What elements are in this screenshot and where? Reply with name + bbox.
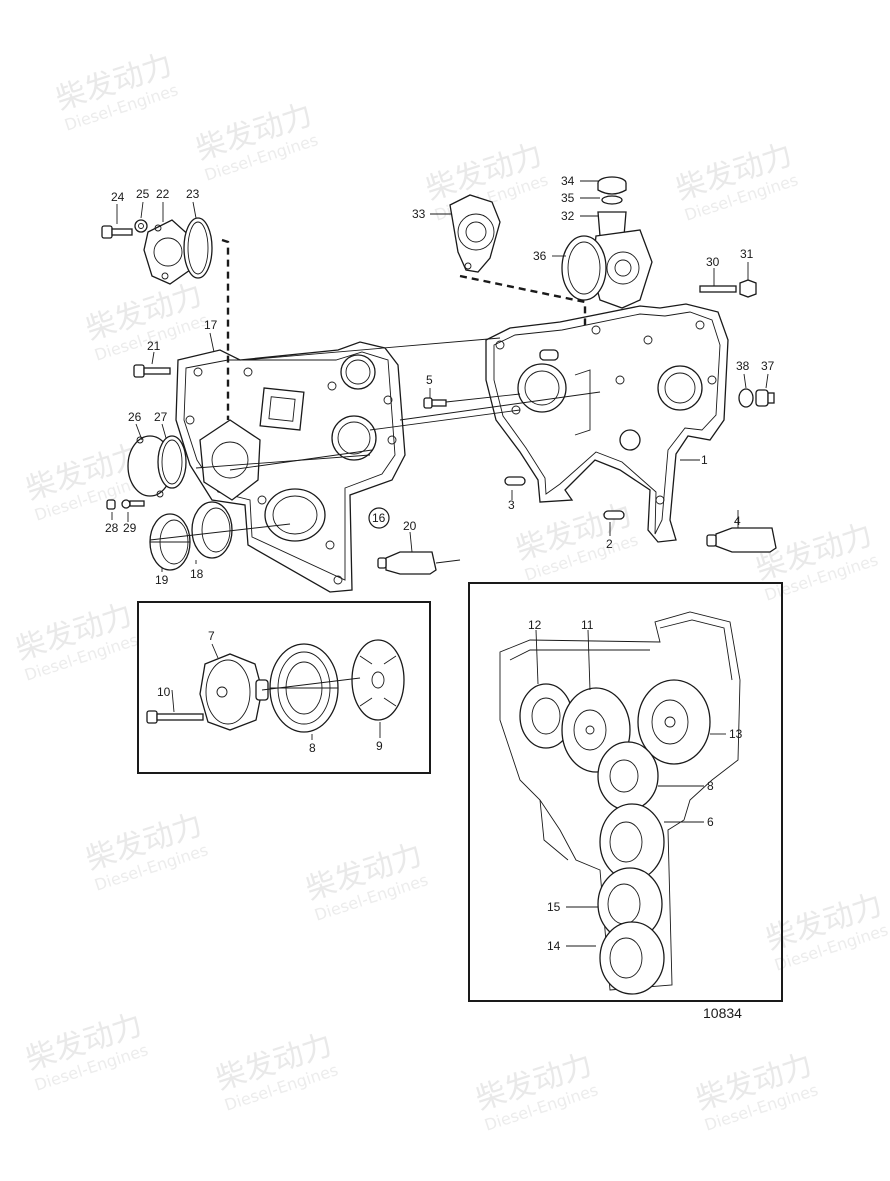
dowel-pin-2 xyxy=(603,510,625,520)
label-37: 37 xyxy=(761,359,775,373)
label-26: 26 xyxy=(128,410,142,424)
gasket-27 xyxy=(157,435,187,489)
label-3: 3 xyxy=(508,498,515,512)
label-24: 24 xyxy=(111,190,125,204)
watermark-13: 柴发动力 Diesel-Engines xyxy=(22,1007,151,1094)
label-28: 28 xyxy=(105,521,119,535)
label-35: 35 xyxy=(561,191,575,205)
hub-7 xyxy=(199,653,269,731)
label-2: 2 xyxy=(606,537,613,551)
label-16: 16 xyxy=(372,511,386,525)
alignment-dash-right xyxy=(459,274,587,328)
label-16-circle xyxy=(368,507,390,529)
cover-plate-22 xyxy=(143,219,193,285)
alignment-dash-left xyxy=(221,238,230,420)
gear-14 xyxy=(599,921,665,995)
bolt-5 xyxy=(423,397,447,409)
watermark-7: 柴发动力 Diesel-Engines xyxy=(512,497,641,584)
label-33: 33 xyxy=(412,207,426,221)
part-labels: 24 25 22 23 17 21 5 26 27 28 29 19 18 16… xyxy=(105,174,775,953)
label-5: 5 xyxy=(426,373,433,387)
watermark-16: 柴发动力 Diesel-Engines xyxy=(692,1047,821,1134)
washer-29 xyxy=(121,499,145,509)
label-31: 31 xyxy=(740,247,754,261)
label-30: 30 xyxy=(706,255,720,269)
label-1: 1 xyxy=(701,453,708,467)
label-32: 32 xyxy=(561,209,575,223)
stud-30 xyxy=(699,285,737,293)
drawing-number: 10834 xyxy=(703,1005,742,1021)
bolt-10 xyxy=(146,710,204,724)
ring-35 xyxy=(601,195,623,205)
inset-box-gear-train xyxy=(468,582,783,1002)
timing-case-right xyxy=(485,303,729,543)
watermark-9: 柴发动力 Diesel-Engines xyxy=(12,597,141,684)
watermark-4: 柴发动力 Diesel-Engines xyxy=(672,137,801,224)
label-7: 7 xyxy=(208,629,215,643)
label-22: 22 xyxy=(156,187,170,201)
breather-32 xyxy=(591,211,653,309)
bolt-21 xyxy=(133,364,171,378)
label-36: 36 xyxy=(533,249,547,263)
watermark-12: 柴发动力 Diesel-Engines xyxy=(762,887,890,974)
gear-train-housing xyxy=(499,611,741,991)
dowel-pin-3 xyxy=(504,476,526,486)
label-23: 23 xyxy=(186,187,200,201)
label-4: 4 xyxy=(734,514,741,528)
watermark-2: 柴发动力 Diesel-Engines xyxy=(192,97,321,184)
label-14: 14 xyxy=(547,939,561,953)
label-29: 29 xyxy=(123,521,137,535)
label-13: 13 xyxy=(729,727,743,741)
seal-ring-19 xyxy=(149,513,191,571)
label-20: 20 xyxy=(403,519,417,533)
gear-13 xyxy=(637,679,711,765)
label-27: 27 xyxy=(154,410,168,424)
label-25: 25 xyxy=(136,187,150,201)
watermark-11: 柴发动力 Diesel-Engines xyxy=(302,837,431,924)
gear-8-train xyxy=(597,741,659,811)
label-38: 38 xyxy=(736,359,750,373)
label-34: 34 xyxy=(561,174,575,188)
watermark-1: 柴发动力 Diesel-Engines xyxy=(52,47,181,134)
label-10: 10 xyxy=(157,685,171,699)
label-12: 12 xyxy=(528,618,542,632)
seal-38 xyxy=(738,388,754,408)
plate-9 xyxy=(351,639,405,721)
bolt-24 xyxy=(101,225,133,239)
inset-box-hub xyxy=(137,601,431,774)
watermark-14: 柴发动力 Diesel-Engines xyxy=(212,1027,341,1114)
sealant-tube-20 xyxy=(377,551,437,575)
cap-34 xyxy=(597,176,627,195)
seal-ring-18 xyxy=(191,501,233,559)
label-21: 21 xyxy=(147,339,161,353)
gear-8-inset xyxy=(269,643,339,733)
washer-25 xyxy=(134,219,148,233)
watermark-10: 柴发动力 Diesel-Engines xyxy=(82,807,211,894)
assembly-lines xyxy=(149,337,601,564)
gasket-36 xyxy=(561,235,607,301)
cover-33 xyxy=(449,194,501,273)
nut-31 xyxy=(739,279,757,298)
leader-lines xyxy=(111,180,769,947)
label-gear-8: 8 xyxy=(707,779,714,793)
label-gear-6: 6 xyxy=(707,815,714,829)
gasket-23 xyxy=(183,217,213,279)
label-19: 19 xyxy=(155,573,169,587)
gasket-oval xyxy=(199,419,261,501)
bolt-28 xyxy=(106,499,116,510)
plug-37 xyxy=(755,389,775,407)
hub-axis-line xyxy=(261,677,361,691)
label-18: 18 xyxy=(190,567,204,581)
label-17: 17 xyxy=(204,318,218,332)
watermark-15: 柴发动力 Diesel-Engines xyxy=(472,1047,601,1134)
sealant-tube-4 xyxy=(706,527,777,553)
label-15: 15 xyxy=(547,900,561,914)
label-11: 11 xyxy=(581,618,594,632)
label-8: 8 xyxy=(309,741,316,755)
label-9: 9 xyxy=(376,739,383,753)
